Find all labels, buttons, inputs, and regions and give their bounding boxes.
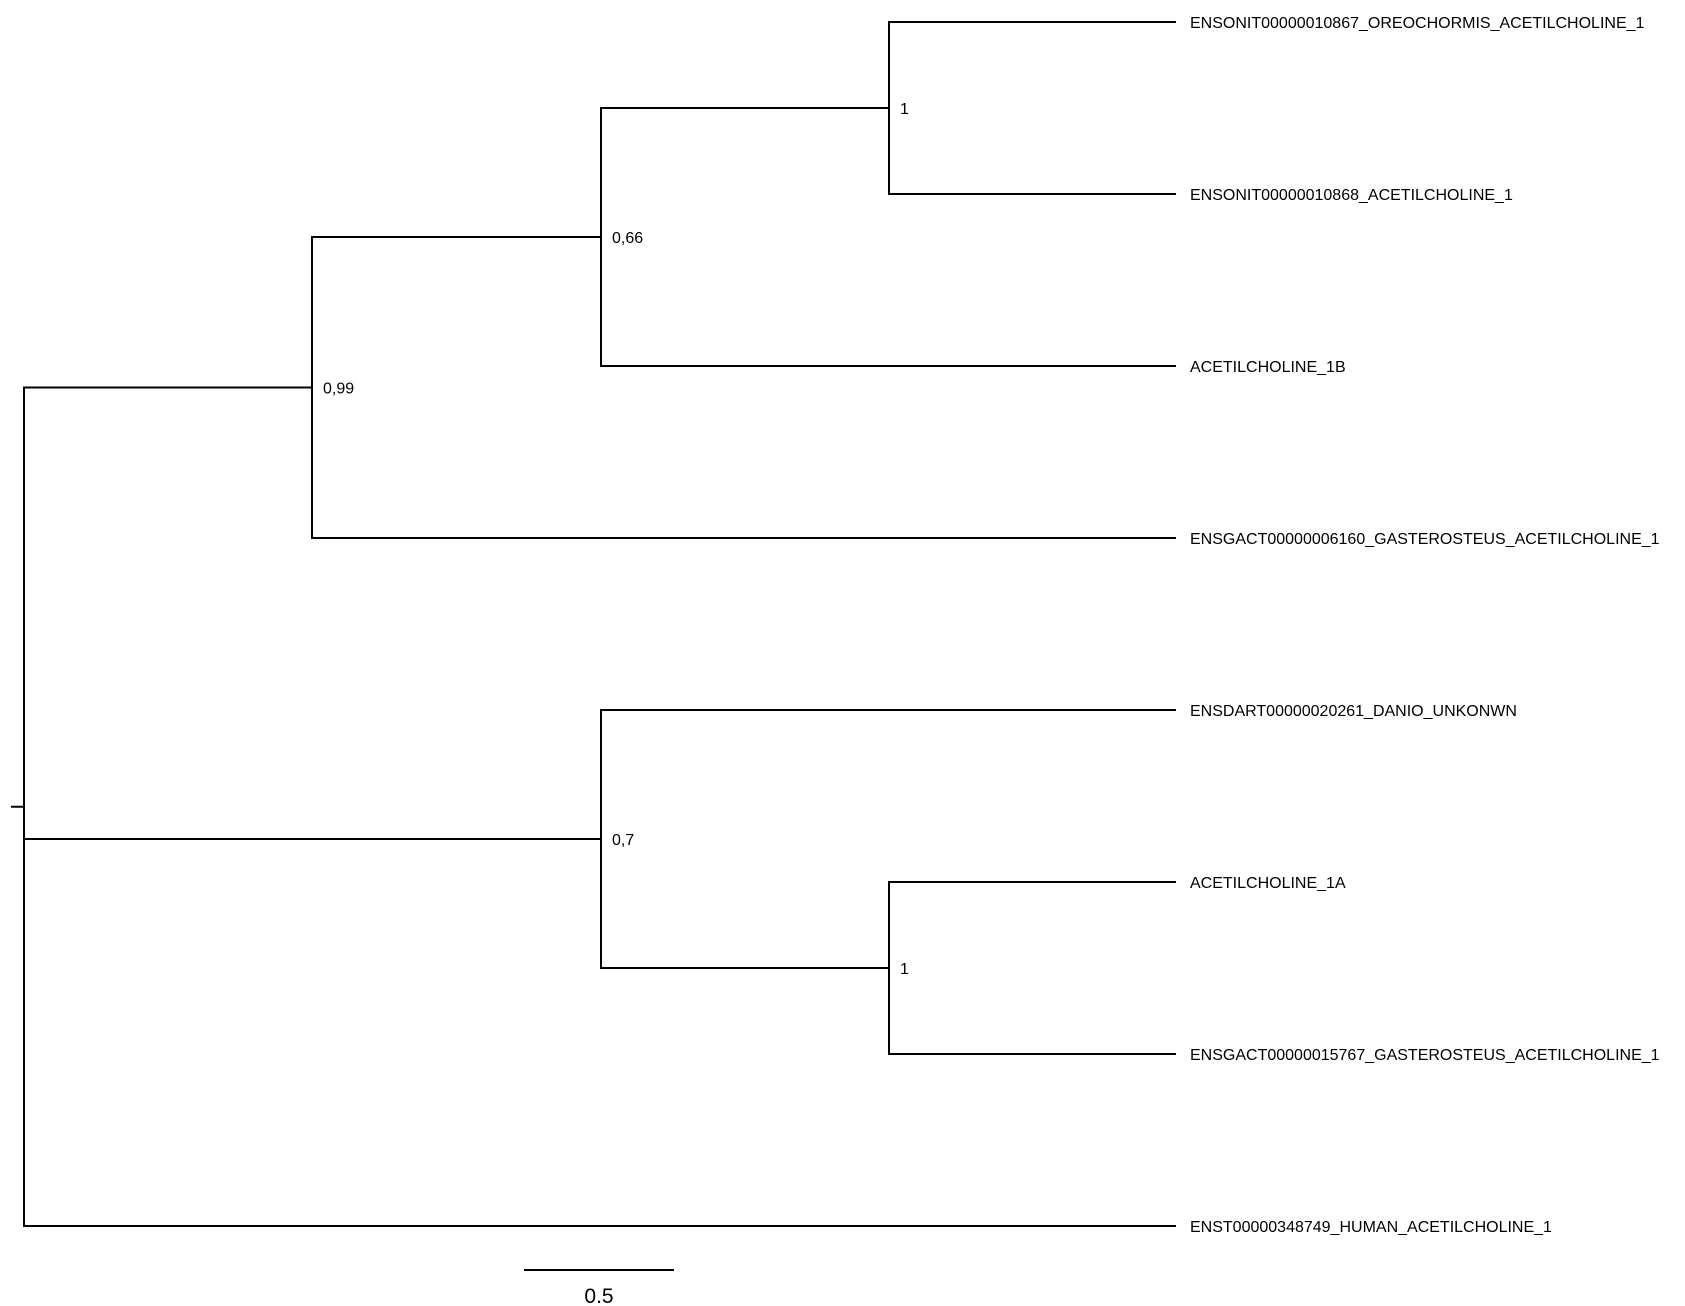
- scale-bar: 0.5: [524, 1269, 674, 1306]
- tip-label: ENSGACT00000015767_GASTEROSTEUS_ACETILCH…: [1190, 1047, 1660, 1064]
- tip-label: ENSONIT00000010867_OREOCHORMIS_ACETILCHO…: [1190, 15, 1645, 32]
- tip-label: ACETILCHOLINE_1A: [1190, 875, 1346, 892]
- support-value: 0,7: [612, 832, 634, 849]
- tip-label: ACETILCHOLINE_1B: [1190, 359, 1346, 376]
- tree-branches: [11, 21, 1176, 1227]
- tip-label: ENST00000348749_HUMAN_ACETILCHOLINE_1: [1190, 1219, 1552, 1236]
- tip-label: ENSGACT00000006160_GASTEROSTEUS_ACETILCH…: [1190, 531, 1660, 548]
- tip-label: ENSDART00000020261_DANIO_UNKONWN: [1190, 703, 1517, 720]
- support-value: 0,99: [323, 381, 354, 398]
- scale-bar-label: 0.5: [584, 1285, 613, 1306]
- support-value: 1: [900, 961, 909, 978]
- tip-labels: ENSONIT00000010867_OREOCHORMIS_ACETILCHO…: [1190, 15, 1660, 1236]
- support-values: 1 0,66 0,99 1 0,7: [323, 101, 909, 978]
- support-value: 1: [900, 101, 909, 118]
- tip-label: ENSONIT00000010868_ACETILCHOLINE_1: [1190, 187, 1513, 204]
- support-value: 0,66: [612, 230, 643, 247]
